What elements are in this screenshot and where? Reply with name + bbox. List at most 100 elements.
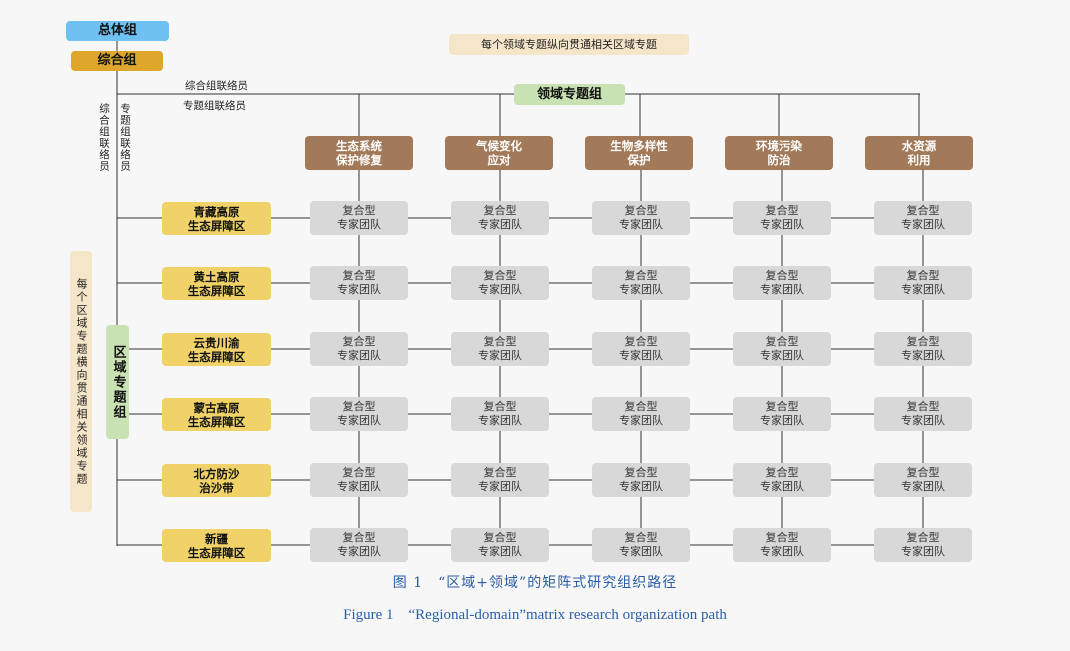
region-box-yunnan-guizhou[interactable]: 云贵川渝生态屏障区 xyxy=(162,333,271,366)
expert-team-box[interactable]: 复合型专家团队 xyxy=(874,528,972,562)
expert-team-box[interactable]: 复合型专家团队 xyxy=(592,201,690,235)
expert-team-box[interactable]: 复合型专家团队 xyxy=(733,397,831,431)
domain-box-pollution[interactable]: 环境污染防治 xyxy=(725,136,833,170)
region-group-label: 区域专题组 xyxy=(110,344,126,420)
region-box-northern-sand[interactable]: 北方防沙治沙带 xyxy=(162,464,271,497)
region-box-mongolian[interactable]: 蒙古高原生态屏障区 xyxy=(162,398,271,431)
region-box-xinjiang[interactable]: 新疆生态屏障区 xyxy=(162,529,271,562)
expert-team-box[interactable]: 复合型专家团队 xyxy=(874,201,972,235)
expert-team-line2: 专家团队 xyxy=(619,218,663,231)
expert-team-box[interactable]: 复合型专家团队 xyxy=(451,397,549,431)
expert-team-box[interactable]: 复合型专家团队 xyxy=(592,332,690,366)
domain-group-label: 领域专题组 xyxy=(536,86,602,102)
expert-team-line2: 专家团队 xyxy=(619,283,663,296)
comprehensive-group-box[interactable]: 综合组 xyxy=(71,51,163,71)
region-box-qinghai-tibet[interactable]: 青藏高原生态屏障区 xyxy=(162,202,271,235)
expert-team-box[interactable]: 复合型专家团队 xyxy=(451,332,549,366)
expert-team-line1: 复合型 xyxy=(342,400,376,413)
expert-team-line2: 专家团队 xyxy=(901,283,945,296)
expert-team-box[interactable]: 复合型专家团队 xyxy=(874,397,972,431)
region-box-loess[interactable]: 黄土高原生态屏障区 xyxy=(162,267,271,300)
topic-liaison-vertical: 专题组联络员 xyxy=(119,103,131,172)
topic-liaison-label: 专题组联络员 xyxy=(183,100,246,112)
expert-team-line1: 复合型 xyxy=(342,204,376,217)
expert-team-line2: 专家团队 xyxy=(478,480,522,493)
expert-team-line1: 复合型 xyxy=(483,531,517,544)
domain-box-climate[interactable]: 气候变化应对 xyxy=(445,136,553,170)
expert-team-line2: 专家团队 xyxy=(619,414,663,427)
expert-team-line1: 复合型 xyxy=(483,269,517,282)
expert-team-line1: 复合型 xyxy=(624,335,658,348)
expert-team-box[interactable]: 复合型专家团队 xyxy=(592,463,690,497)
expert-team-line1: 复合型 xyxy=(624,269,658,282)
expert-team-line1: 复合型 xyxy=(624,466,658,479)
expert-team-box[interactable]: 复合型专家团队 xyxy=(451,266,549,300)
expert-team-box[interactable]: 复合型专家团队 xyxy=(451,463,549,497)
expert-team-line2: 专家团队 xyxy=(901,218,945,231)
expert-team-line2: 专家团队 xyxy=(619,545,663,558)
expert-team-line2: 专家团队 xyxy=(760,414,804,427)
expert-team-box[interactable]: 复合型专家团队 xyxy=(733,528,831,562)
domain-box-ecosystem[interactable]: 生态系统保护修复 xyxy=(305,136,413,170)
expert-team-line1: 复合型 xyxy=(906,466,940,479)
expert-team-line2: 专家团队 xyxy=(760,283,804,296)
comprehensive-liaison-vertical: 综合组联络员 xyxy=(98,103,110,172)
expert-team-box[interactable]: 复合型专家团队 xyxy=(733,332,831,366)
expert-team-line1: 复合型 xyxy=(906,531,940,544)
expert-team-box[interactable]: 复合型专家团队 xyxy=(733,463,831,497)
expert-team-line1: 复合型 xyxy=(906,269,940,282)
expert-team-line2: 专家团队 xyxy=(478,545,522,558)
domain-box-biodiversity[interactable]: 生物多样性保护 xyxy=(585,136,693,170)
expert-team-line1: 复合型 xyxy=(624,531,658,544)
domain-group-box[interactable]: 领域专题组 xyxy=(514,84,625,105)
domain-box-water[interactable]: 水资源利用 xyxy=(865,136,973,170)
expert-team-line1: 复合型 xyxy=(906,204,940,217)
expert-team-line1: 复合型 xyxy=(624,400,658,413)
expert-team-line2: 专家团队 xyxy=(901,349,945,362)
expert-team-box[interactable]: 复合型专家团队 xyxy=(451,201,549,235)
expert-team-line2: 专家团队 xyxy=(760,480,804,493)
vertical-note: 每个领域专题纵向贯通相关区域专题 xyxy=(449,34,689,55)
expert-team-line1: 复合型 xyxy=(342,466,376,479)
expert-team-line2: 专家团队 xyxy=(760,349,804,362)
expert-team-line2: 专家团队 xyxy=(619,480,663,493)
expert-team-line1: 复合型 xyxy=(483,400,517,413)
expert-team-box[interactable]: 复合型专家团队 xyxy=(592,266,690,300)
caption-chinese: 图 1 “区域+领域”的矩阵式研究组织路径 xyxy=(392,575,678,591)
expert-team-box[interactable]: 复合型专家团队 xyxy=(874,463,972,497)
expert-team-line1: 复合型 xyxy=(765,269,799,282)
expert-team-line2: 专家团队 xyxy=(901,480,945,493)
expert-team-line1: 复合型 xyxy=(342,531,376,544)
expert-team-line2: 专家团队 xyxy=(337,480,381,493)
expert-team-box[interactable]: 复合型专家团队 xyxy=(874,332,972,366)
region-group-box[interactable]: 区域专题组 xyxy=(106,325,129,439)
expert-team-line1: 复合型 xyxy=(483,466,517,479)
expert-team-line1: 复合型 xyxy=(906,335,940,348)
expert-team-box[interactable]: 复合型专家团队 xyxy=(310,463,408,497)
expert-team-box[interactable]: 复合型专家团队 xyxy=(310,266,408,300)
expert-team-box[interactable]: 复合型专家团队 xyxy=(592,528,690,562)
comprehensive-group-label: 综合组 xyxy=(97,53,137,68)
expert-team-line2: 专家团队 xyxy=(337,283,381,296)
expert-team-box[interactable]: 复合型专家团队 xyxy=(592,397,690,431)
expert-team-line2: 专家团队 xyxy=(901,414,945,427)
expert-team-line2: 专家团队 xyxy=(760,218,804,231)
expert-team-line1: 复合型 xyxy=(624,204,658,217)
expert-team-line1: 复合型 xyxy=(765,400,799,413)
expert-team-box[interactable]: 复合型专家团队 xyxy=(733,266,831,300)
expert-team-line1: 复合型 xyxy=(483,204,517,217)
caption-english: Figure 1 “Regional-domain”matrix researc… xyxy=(343,607,727,623)
expert-team-box[interactable]: 复合型专家团队 xyxy=(310,528,408,562)
expert-team-box[interactable]: 复合型专家团队 xyxy=(874,266,972,300)
expert-team-box[interactable]: 复合型专家团队 xyxy=(310,397,408,431)
overall-group-box[interactable]: 总体组 xyxy=(66,21,169,41)
expert-team-line1: 复合型 xyxy=(483,335,517,348)
expert-team-line1: 复合型 xyxy=(765,466,799,479)
expert-team-box[interactable]: 复合型专家团队 xyxy=(310,332,408,366)
expert-team-box[interactable]: 复合型专家团队 xyxy=(310,201,408,235)
expert-team-line2: 专家团队 xyxy=(478,283,522,296)
expert-team-box[interactable]: 复合型专家团队 xyxy=(733,201,831,235)
expert-team-line2: 专家团队 xyxy=(901,545,945,558)
expert-team-box[interactable]: 复合型专家团队 xyxy=(451,528,549,562)
expert-team-line2: 专家团队 xyxy=(337,218,381,231)
